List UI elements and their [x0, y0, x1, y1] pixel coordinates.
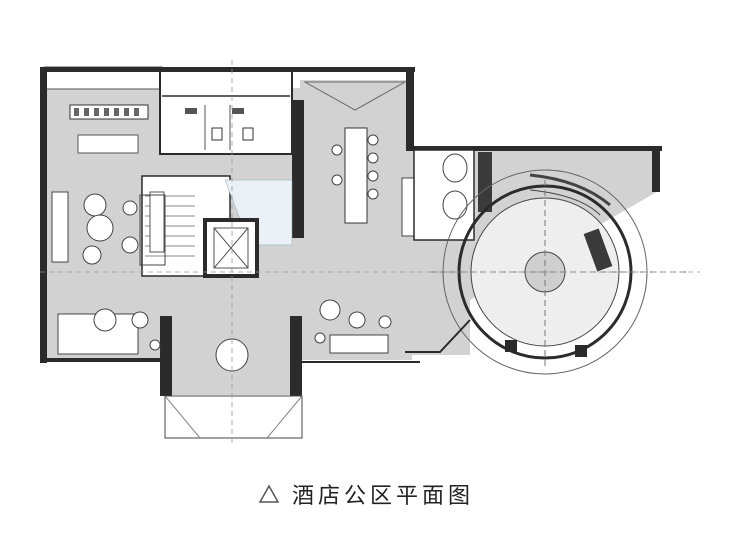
restroom-block	[43, 66, 293, 155]
grid-lines	[40, 60, 700, 445]
lounge-right	[314, 299, 392, 354]
caption-text: 酒店公区平面图	[291, 484, 474, 509]
outer-walls	[40, 67, 662, 396]
lounge-left	[51, 191, 166, 355]
caption: 酒店公区平面图	[0, 478, 732, 510]
right-wing	[413, 149, 611, 241]
central-bar	[303, 81, 417, 237]
counter-top-left	[69, 104, 149, 154]
stair-core	[141, 175, 293, 278]
floor-plan	[40, 60, 700, 445]
lower-boundary	[300, 319, 471, 363]
triangle-outline-icon	[258, 484, 280, 503]
entry-area	[164, 338, 303, 439]
